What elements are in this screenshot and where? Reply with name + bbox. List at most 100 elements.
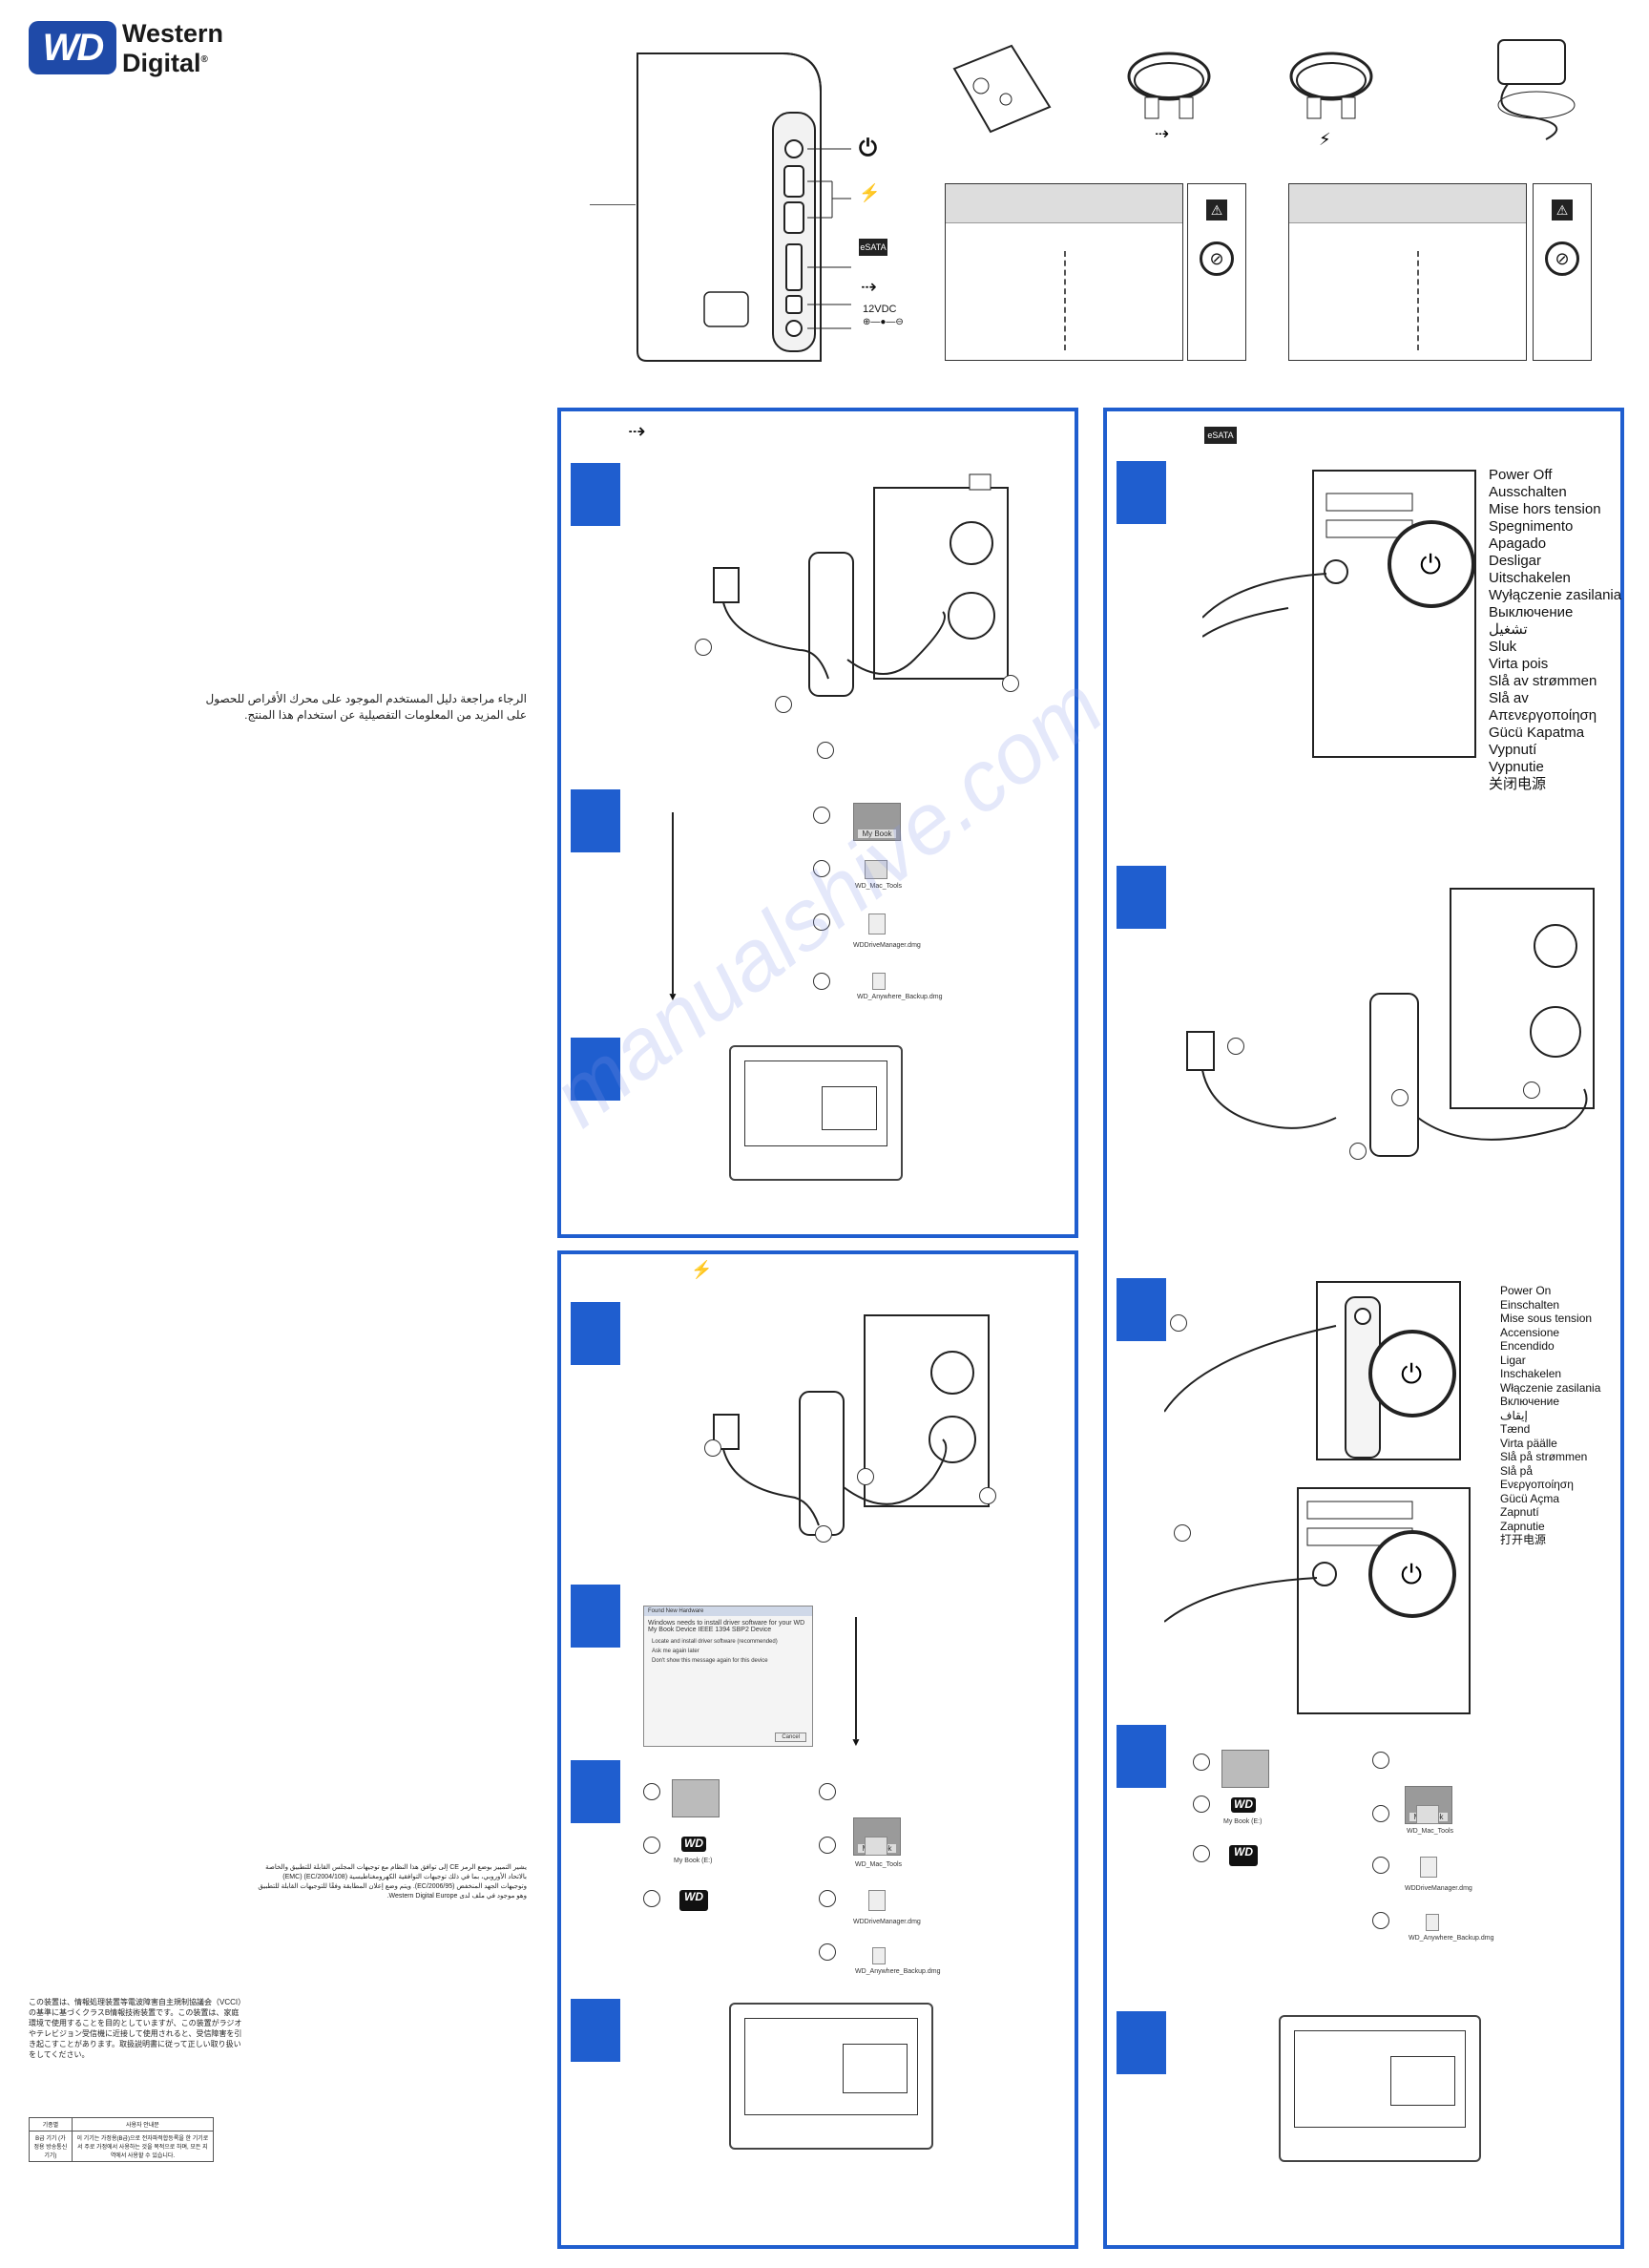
power-off-label: Απενεργοποίηση xyxy=(1489,707,1597,724)
power-on-label: Accensione xyxy=(1500,1325,1560,1339)
step-1 xyxy=(571,463,620,526)
power-off-label: Gücü Kapatma xyxy=(1489,724,1585,741)
vcci-note: この装置は、情報処理装置等電波障害自主規制協議会（VCCI）の基準に基づくクラス… xyxy=(29,1998,242,2059)
dmg-file-icon[interactable] xyxy=(1420,1857,1437,1878)
folder-icon[interactable] xyxy=(865,1837,887,1856)
callout-c xyxy=(1349,1143,1367,1160)
power-off-language-list: Power Off Ausschalten Mise hors tension … xyxy=(1489,467,1621,793)
drive-manager-label: WDDriveManager.dmg xyxy=(853,1919,921,1925)
mac-callout-4 xyxy=(1372,1912,1389,1929)
wd-logo-text: Western Digital® xyxy=(122,21,223,76)
firewire-panel-icon: ⚡ xyxy=(691,1260,713,1279)
step-1 xyxy=(1117,461,1166,524)
wd-setup-icon[interactable]: WD xyxy=(1229,1845,1258,1866)
usb-icon: ⇢ xyxy=(861,277,877,298)
step-2 xyxy=(1117,866,1166,929)
firewire-icon: ⚡ xyxy=(859,183,881,202)
firewire-connection-illustration xyxy=(713,1314,990,1536)
dmg-file-icon[interactable] xyxy=(868,914,886,934)
step-3 xyxy=(571,1038,620,1101)
dialog-cancel-button[interactable]: Cancel xyxy=(775,1732,806,1742)
plug-install-panel-right xyxy=(1288,183,1527,361)
backup-dmg-icon[interactable] xyxy=(1426,1914,1439,1931)
found-new-hardware-dialog: Found New Hardware Windows needs to inst… xyxy=(643,1606,813,1747)
svg-text:⚡: ⚡ xyxy=(1319,130,1331,150)
folder-icon[interactable] xyxy=(865,860,887,879)
power-off-label: Vypnutie xyxy=(1489,759,1544,775)
usb-cable-icon: ⇢ xyxy=(1127,52,1211,144)
dialog-title: Found New Hardware xyxy=(644,1606,812,1616)
monitor-illustration xyxy=(729,1045,903,1181)
svg-text:⇢: ⇢ xyxy=(1155,124,1169,144)
kcc-header-1: 기종별 xyxy=(29,2117,73,2132)
warning-panel-left: ⚠ ⊘ xyxy=(1187,183,1246,361)
backup-dmg-icon[interactable] xyxy=(872,973,886,990)
wd-drive-icon[interactable]: WD xyxy=(1231,1797,1256,1813)
file-callout-4 xyxy=(813,973,830,990)
win-callout-1 xyxy=(643,1783,660,1800)
callout-a xyxy=(695,639,712,656)
power-on-language-list: Power On Einschalten Mise sous tension A… xyxy=(1500,1284,1600,1547)
power-on-label: Включение xyxy=(1500,1395,1560,1408)
dialog-heading: Windows needs to install driver software… xyxy=(648,1620,805,1633)
file-callout-2 xyxy=(813,860,830,877)
power-off-label: Ausschalten xyxy=(1489,484,1567,500)
power-off-label: Vypnutí xyxy=(1489,742,1537,758)
down-arrow-head: ▼ xyxy=(850,1735,862,1749)
win-callout-2 xyxy=(1193,1796,1210,1813)
wd-setup-icon[interactable]: WD xyxy=(679,1890,708,1911)
kcc-cell-2: 이 기기는 가정용(B급)으로 전자파적합등록을 한 기기로서 주로 가정에서 … xyxy=(71,2131,215,2162)
quick-install-guide-icon xyxy=(952,44,1052,134)
wd-drive-icon[interactable]: WD xyxy=(681,1837,706,1852)
mac-callout-4 xyxy=(819,1943,836,1961)
step-4 xyxy=(1117,1725,1166,1788)
backup-dmg-icon[interactable] xyxy=(872,1947,886,1964)
autoplay-icon[interactable] xyxy=(672,1779,720,1817)
callout-b xyxy=(857,1468,874,1485)
my-book-drive-icon[interactable]: My Book xyxy=(853,803,901,841)
firewire-panel: ⚡ Found New Hardware Windows needs to in… xyxy=(557,1250,1078,2249)
svg-text:⏻: ⏻ xyxy=(1401,1358,1422,1390)
power-on-label: Gücü Açma xyxy=(1500,1491,1560,1505)
step-2 xyxy=(571,789,620,852)
autoplay-icon[interactable] xyxy=(1221,1750,1269,1788)
warning-panel-right: ⚠ ⊘ xyxy=(1533,183,1592,361)
prohibited-icon-2: ⊘ xyxy=(1545,242,1579,276)
polarity-icon: ⊕—●—⊖ xyxy=(863,317,904,327)
mac-callout-3 xyxy=(1372,1857,1389,1874)
mac-callout-2 xyxy=(1372,1805,1389,1822)
arabic-ce-note: يشير التمييز بوضع الرمز CE إلى توافق هذا… xyxy=(258,1864,527,1900)
esata-panel: eSATA ⏻ Power Off Ausschalten Mise hors … xyxy=(1103,408,1624,2249)
dialog-option-3[interactable]: Don't show this message again for this d… xyxy=(652,1658,768,1664)
drive-manager-label: WDDriveManager.dmg xyxy=(1405,1885,1472,1892)
dialog-option-1[interactable]: Locate and install driver software (reco… xyxy=(652,1639,778,1645)
power-off-label: Slå av strømmen xyxy=(1489,673,1597,689)
callout-a xyxy=(1227,1038,1244,1055)
callout-2 xyxy=(1174,1524,1191,1542)
mac-tools-label: WD_Mac_Tools xyxy=(855,1861,903,1868)
registered-mark: ® xyxy=(200,54,208,65)
power-off-label: Virta pois xyxy=(1489,656,1549,672)
dmg-file-icon[interactable] xyxy=(868,1890,886,1911)
step-3 xyxy=(1117,1278,1166,1341)
callout-a xyxy=(704,1439,721,1457)
kcc-header-2: 사용자 안내문 xyxy=(71,2117,215,2132)
win-drive-label: My Book (E:) xyxy=(1223,1818,1263,1825)
dialog-option-2[interactable]: Ask me again later xyxy=(652,1648,699,1654)
power-off-label: Desligar xyxy=(1489,553,1542,569)
step-3 xyxy=(571,1760,620,1823)
power-off-label: Sluk xyxy=(1489,639,1517,655)
win-callout-3 xyxy=(643,1890,660,1907)
down-arrow-head: ▼ xyxy=(667,990,678,1003)
power-on-label: Ligar xyxy=(1500,1353,1526,1367)
file-callout-3 xyxy=(813,914,830,931)
folder-icon[interactable] xyxy=(1416,1805,1439,1824)
power-adapter-icon xyxy=(1497,39,1576,140)
win-callout-1 xyxy=(1193,1754,1210,1771)
esata-icon: eSATA xyxy=(859,239,887,256)
step-5 xyxy=(1117,2011,1166,2074)
power-off-label: Spegnimento xyxy=(1489,518,1574,535)
power-off-label: Mise hors tension xyxy=(1489,501,1601,517)
callout-d xyxy=(979,1487,996,1504)
